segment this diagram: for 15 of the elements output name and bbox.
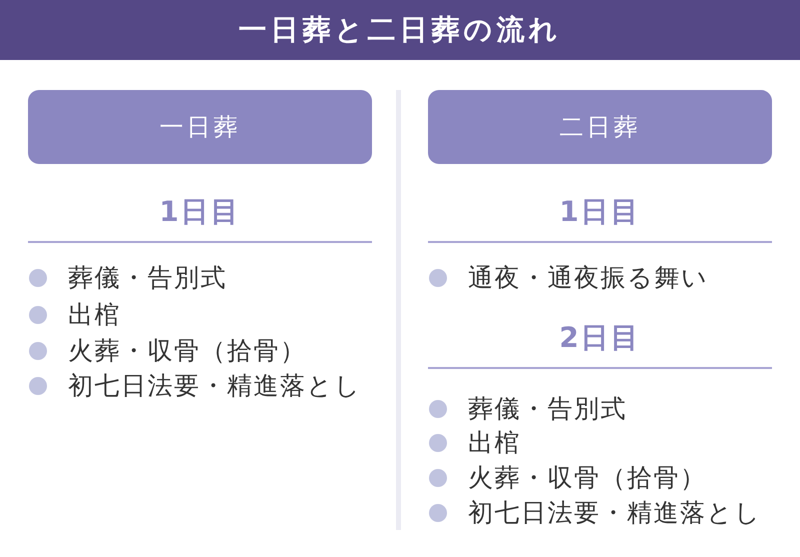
list-item: 初七日法要・精進落とし	[468, 498, 762, 528]
list-item: 葬儀・告別式	[468, 394, 627, 424]
day-heading: 2日目	[559, 320, 641, 356]
list-item: 出棺	[68, 300, 121, 330]
list-item: 通夜・通夜振る舞い	[468, 263, 708, 293]
list-item: 出棺	[468, 428, 521, 458]
day-heading: 1日目	[559, 194, 641, 230]
column-header: 一日葬	[28, 90, 372, 164]
day-heading: 1日目	[159, 194, 241, 230]
list-item: 初七日法要・精進落とし	[68, 371, 362, 401]
list-item: 火葬・収骨（拾骨）	[468, 463, 706, 493]
list-item: 火葬・収骨（拾骨）	[68, 336, 306, 366]
title-text: 一日葬と二日葬の流れ	[238, 12, 562, 48]
list-item: 葬儀・告別式	[68, 263, 227, 293]
column-header: 二日葬	[428, 90, 772, 164]
